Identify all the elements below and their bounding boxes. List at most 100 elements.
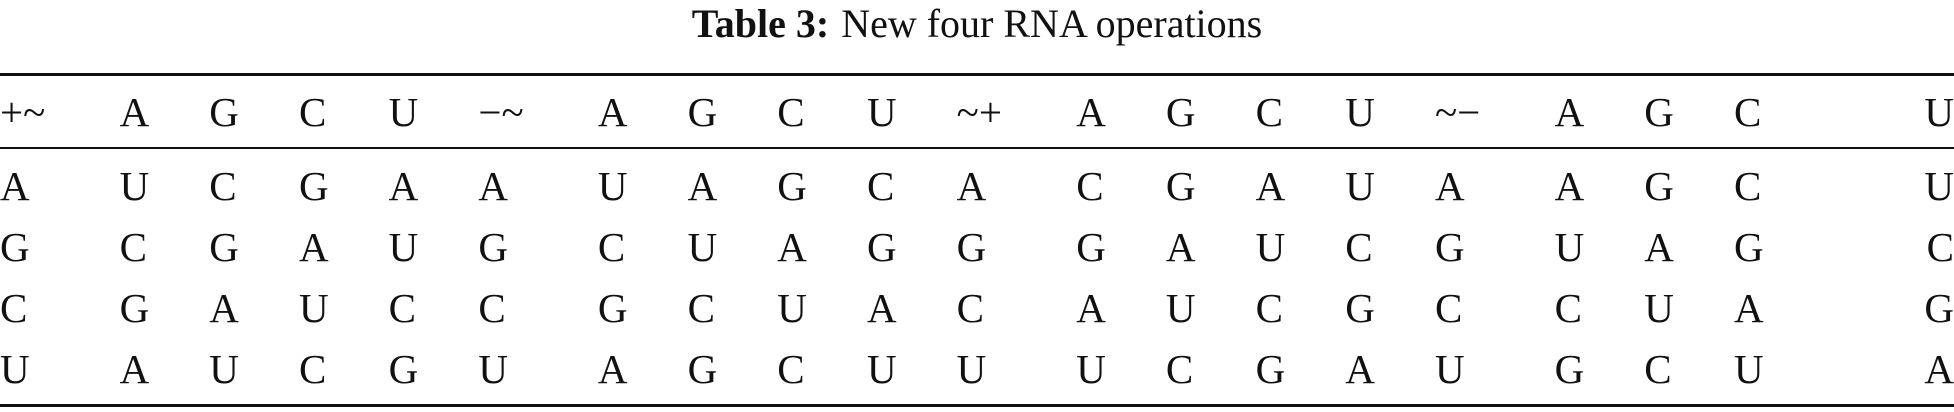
table-cell: U bbox=[1434, 345, 1465, 392]
table-cell: U bbox=[597, 162, 628, 209]
table-cell: G bbox=[388, 345, 419, 392]
table-cell: U bbox=[119, 162, 150, 209]
table-cell: G bbox=[1434, 223, 1465, 270]
spacer-row bbox=[0, 0, 1954, 76]
column-header: C bbox=[1255, 88, 1283, 135]
table-cell: U bbox=[1165, 284, 1196, 331]
column-header: G bbox=[1644, 88, 1674, 135]
table-cell: U bbox=[687, 223, 718, 270]
table-cell: A bbox=[687, 162, 718, 209]
table-cell: C bbox=[1165, 345, 1194, 392]
bottom-rule bbox=[0, 404, 1954, 407]
table-cell: A bbox=[478, 162, 508, 209]
table-cell: A bbox=[298, 223, 329, 270]
column-header: A bbox=[119, 88, 150, 135]
table-cell: C bbox=[1434, 284, 1463, 331]
table-cell: U bbox=[1255, 223, 1286, 270]
table-cell: U bbox=[1924, 162, 1954, 209]
top-rule bbox=[0, 73, 1954, 76]
table-cell: U bbox=[956, 345, 987, 392]
table-cell: A bbox=[597, 345, 628, 392]
table-cell: U bbox=[298, 284, 329, 331]
spacer-cell bbox=[0, 147, 1954, 155]
table-cell: C bbox=[119, 223, 147, 270]
table-cell: C bbox=[866, 162, 895, 209]
table-cell: U bbox=[209, 345, 239, 392]
table-cell: C bbox=[1926, 223, 1954, 270]
column-header: ~− bbox=[1434, 88, 1481, 135]
table-cell: C bbox=[956, 284, 985, 331]
table-cell: A bbox=[1554, 162, 1585, 209]
spacer-cell bbox=[0, 0, 1954, 76]
table-cell: U bbox=[0, 345, 30, 392]
table-cell: G bbox=[1345, 284, 1375, 331]
column-header: −~ bbox=[478, 88, 524, 135]
table-cell: C bbox=[1733, 162, 1762, 209]
column-header: +~ bbox=[0, 88, 46, 135]
table-cell: G bbox=[209, 223, 239, 270]
table-cell: A bbox=[0, 162, 30, 209]
table-cell: C bbox=[0, 284, 28, 331]
column-header: C bbox=[777, 88, 805, 135]
column-header: G bbox=[1165, 88, 1196, 135]
table-cell: C bbox=[1345, 223, 1373, 270]
table-cell: U bbox=[1076, 345, 1106, 392]
spacer-row bbox=[0, 147, 1954, 155]
table-cell: U bbox=[1345, 162, 1375, 209]
table-caption: Table 3:New four RNA operations bbox=[0, 2, 1954, 46]
column-header: U bbox=[388, 88, 419, 135]
column-header: C bbox=[298, 88, 327, 135]
table-cell: G bbox=[478, 223, 508, 270]
table-cell: U bbox=[777, 284, 807, 331]
table-cell: G bbox=[0, 223, 30, 270]
table-cell: U bbox=[1644, 284, 1674, 331]
column-header: U bbox=[1345, 88, 1375, 135]
table-cell: C bbox=[478, 284, 506, 331]
table-cell: G bbox=[1076, 223, 1106, 270]
header-rule bbox=[0, 147, 1954, 149]
column-header: ~+ bbox=[956, 88, 1002, 135]
table-cell: C bbox=[298, 345, 327, 392]
table-cell: U bbox=[388, 223, 419, 270]
table-cell: A bbox=[1733, 284, 1764, 331]
caption-text: New four RNA operations bbox=[841, 1, 1263, 46]
column-header: A bbox=[597, 88, 628, 135]
table-cell: A bbox=[209, 284, 239, 331]
column-header: G bbox=[209, 88, 239, 135]
table-cell: A bbox=[1076, 284, 1106, 331]
table-cell: A bbox=[956, 162, 987, 209]
table-cell: A bbox=[1924, 345, 1954, 392]
table-cell: A bbox=[1165, 223, 1196, 270]
table-cell: C bbox=[1076, 162, 1104, 209]
table-cell: C bbox=[597, 223, 626, 270]
table-cell: G bbox=[956, 223, 987, 270]
column-header: U bbox=[866, 88, 897, 135]
table-cell: C bbox=[388, 284, 416, 331]
table-cell: A bbox=[388, 162, 419, 209]
column-header: A bbox=[1076, 88, 1106, 135]
table-cell: C bbox=[1255, 284, 1283, 331]
table-cell: U bbox=[1554, 223, 1585, 270]
table-cell: G bbox=[1924, 284, 1954, 331]
table-cell: U bbox=[478, 345, 508, 392]
table-cell: G bbox=[1554, 345, 1585, 392]
table-cell: A bbox=[1434, 162, 1465, 209]
table-cell: G bbox=[1165, 162, 1196, 209]
table-cell: C bbox=[687, 284, 715, 331]
table-cell: G bbox=[1255, 345, 1286, 392]
table-cell: A bbox=[777, 223, 807, 270]
column-header: G bbox=[687, 88, 718, 135]
table-cell: A bbox=[1255, 162, 1286, 209]
caption-label: Table 3: bbox=[691, 1, 830, 46]
table-cell: G bbox=[1644, 162, 1674, 209]
table-cell: A bbox=[119, 345, 150, 392]
table-cell: G bbox=[298, 162, 329, 209]
table-cell: G bbox=[119, 284, 150, 331]
table-cell: U bbox=[866, 345, 897, 392]
table-cell: C bbox=[1644, 345, 1672, 392]
